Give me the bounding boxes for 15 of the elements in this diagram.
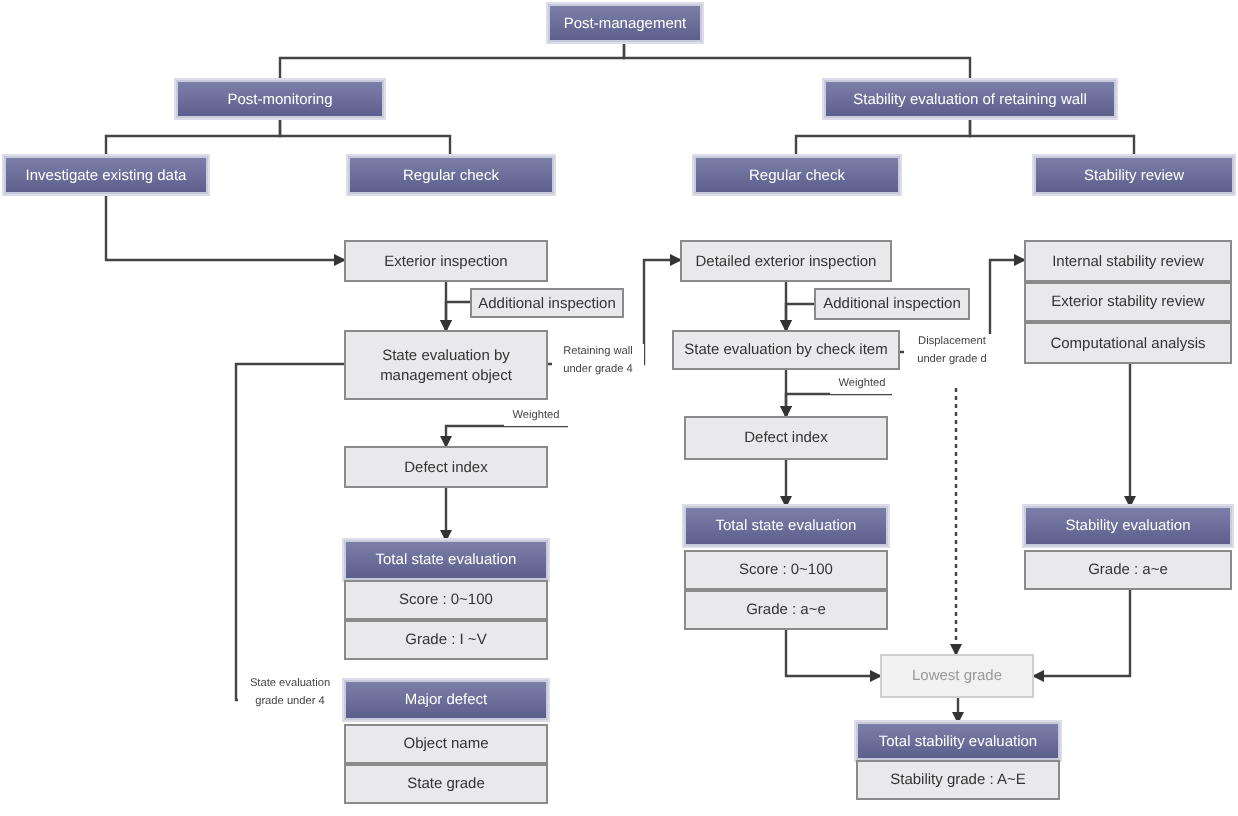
arrow xyxy=(784,630,882,682)
connector-line xyxy=(622,42,972,80)
dashed-arrow xyxy=(950,388,962,656)
arrow xyxy=(780,460,792,508)
arrow xyxy=(1032,590,1132,682)
connector-line xyxy=(968,118,1136,156)
connector-line xyxy=(278,118,452,156)
arrow xyxy=(104,194,346,266)
arrow xyxy=(780,392,892,418)
arrow xyxy=(440,300,470,332)
arrow xyxy=(440,488,452,542)
arrow xyxy=(1124,364,1136,508)
arrow xyxy=(440,424,568,448)
arrow xyxy=(780,302,814,332)
arrow xyxy=(952,698,964,724)
